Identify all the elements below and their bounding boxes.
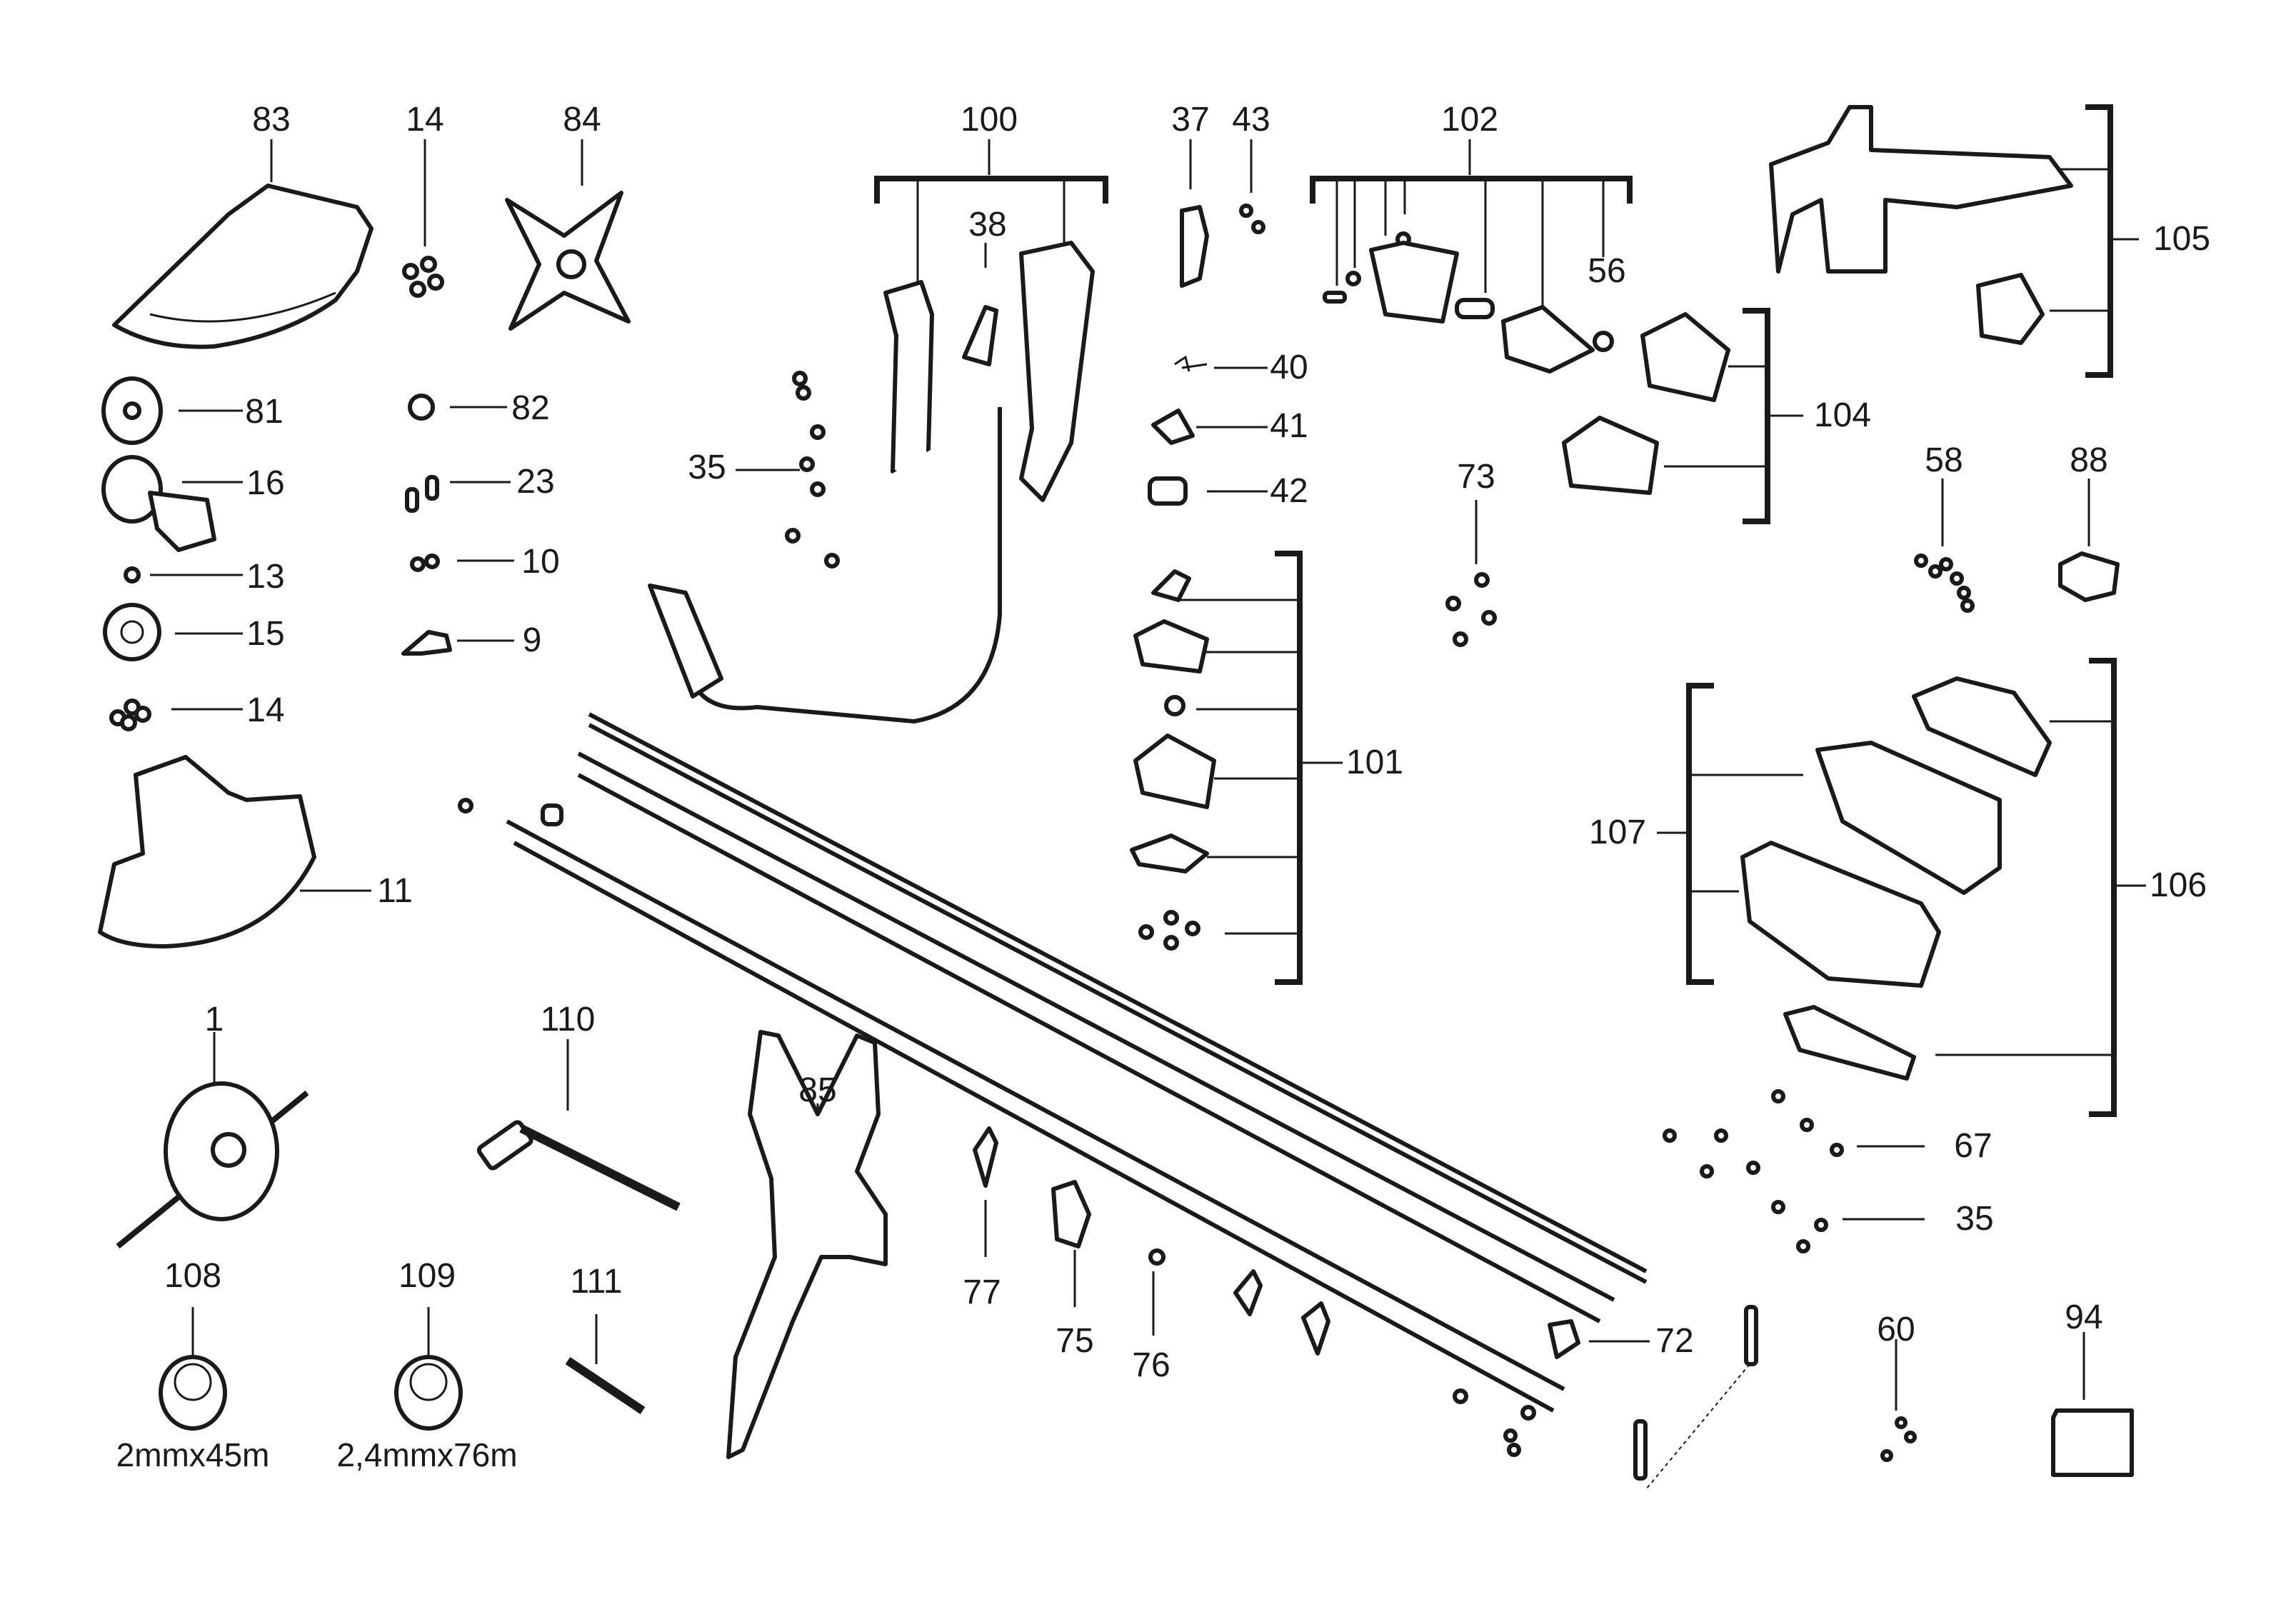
callout-76: 76 (1132, 1346, 1170, 1384)
callout-110: 110 (540, 1001, 596, 1038)
part-pins (1633, 1305, 1758, 1490)
callout-15: 15 (246, 615, 285, 653)
part-40-spring (1174, 355, 1268, 372)
callout-40: 40 (1270, 349, 1308, 386)
part-35-screws (736, 371, 840, 569)
bracket-100 (874, 139, 1108, 502)
part-41-lever (1151, 409, 1268, 445)
callout-67: 67 (1954, 1127, 1992, 1165)
part-67-screws (1663, 1089, 1925, 1178)
part-1-trimmer-head (116, 1032, 309, 1249)
callout-88: 88 (2070, 441, 2108, 479)
callout-43: 43 (1232, 101, 1270, 139)
callout-9: 9 (522, 621, 542, 659)
bracket-104 (1562, 308, 1803, 524)
part-77-clip (973, 1126, 998, 1257)
part-43-screws (1239, 139, 1265, 234)
callout-10: 10 (521, 543, 560, 581)
callout-94: 94 (2065, 1298, 2103, 1336)
callout-58: 58 (1925, 441, 1963, 479)
callout-106: 106 (2149, 866, 2207, 904)
part-11-guard (98, 755, 371, 948)
part-38-trigger (962, 243, 998, 366)
callout-56: 56 (1588, 252, 1626, 290)
callout-60: 60 (1877, 1311, 1915, 1348)
part-15-disc (103, 603, 243, 661)
part-9-bracket (401, 630, 514, 656)
callout-85: 85 (798, 1071, 837, 1109)
part-23-bolts (405, 475, 511, 513)
callout-41: 41 (1270, 407, 1308, 445)
callout-14: 14 (406, 101, 444, 139)
callout-82: 82 (511, 389, 550, 427)
callout-1: 1 (204, 1001, 224, 1038)
part-13-screw (124, 566, 243, 584)
callout-100: 100 (960, 101, 1018, 139)
part-72-collar (1453, 1319, 1650, 1457)
callout-84: 84 (563, 101, 601, 139)
part-35-screws-right (1771, 1200, 1925, 1253)
callout-107: 107 (1588, 813, 1647, 851)
bracket-105 (1769, 104, 2139, 378)
callout-11: 11 (377, 872, 413, 910)
part-42-button (1148, 476, 1268, 506)
callout-42: 42 (1270, 472, 1308, 510)
part-111-pin (565, 1314, 646, 1414)
part-clips-pair (1233, 1269, 1330, 1356)
callout-101: 101 (1345, 744, 1404, 781)
part-85-harness (726, 1030, 888, 1459)
callout-105: 105 (2152, 220, 2211, 258)
part-10-screws (410, 554, 514, 572)
callout-102: 102 (1440, 101, 1499, 139)
part-82-nut (408, 394, 507, 421)
callout-16: 16 (246, 464, 285, 502)
part-94-label (2051, 1332, 2134, 1477)
part-60-screws (1880, 1339, 1917, 1462)
callout-35-right: 35 (1955, 1200, 1994, 1238)
part-75-clamp (1051, 1180, 1091, 1307)
part-73-screws (1445, 500, 1497, 647)
part-110-wrench (476, 1039, 681, 1211)
part-108-spool (159, 1307, 227, 1431)
part-16-gearhead (101, 455, 243, 552)
callout-38: 38 (968, 206, 1007, 244)
callout-14-lower: 14 (246, 691, 285, 729)
callout-81: 81 (245, 393, 284, 431)
callout-73: 73 (1457, 458, 1495, 496)
bracket-101 (1130, 551, 1343, 985)
part-88-block (2058, 479, 2120, 602)
callout-109: 109 (398, 1257, 456, 1295)
part-37-plate (1180, 139, 1209, 288)
part-drive-shaft (458, 712, 1648, 1413)
spool-109-caption: 2,4mmx76m (336, 1436, 518, 1473)
callout-13: 13 (246, 558, 285, 596)
spool-108-caption: 2mmx45m (116, 1436, 270, 1473)
callout-75: 75 (1056, 1322, 1094, 1360)
callout-104: 104 (1813, 396, 1872, 434)
callout-83: 83 (252, 101, 291, 139)
part-81-disc (101, 376, 243, 445)
callout-72: 72 (1655, 1322, 1694, 1360)
part-76-screw (1148, 1248, 1165, 1336)
callout-37: 37 (1171, 101, 1210, 139)
bracket-107 (1657, 683, 1803, 985)
bracket-106 (1740, 658, 2146, 1117)
callout-23: 23 (516, 463, 555, 501)
callout-35: 35 (688, 449, 726, 486)
part-14-screws (402, 139, 444, 298)
part-58-screws (1914, 479, 1975, 613)
part-84-blade (505, 139, 631, 331)
callout-111: 111 (570, 1263, 623, 1301)
callout-108: 108 (164, 1257, 222, 1295)
part-109-spool (394, 1307, 463, 1431)
part-14-screws-lower (109, 699, 243, 731)
callout-77: 77 (963, 1273, 1001, 1311)
bracket-102 (1310, 139, 1633, 374)
part-83-guard (112, 139, 374, 349)
